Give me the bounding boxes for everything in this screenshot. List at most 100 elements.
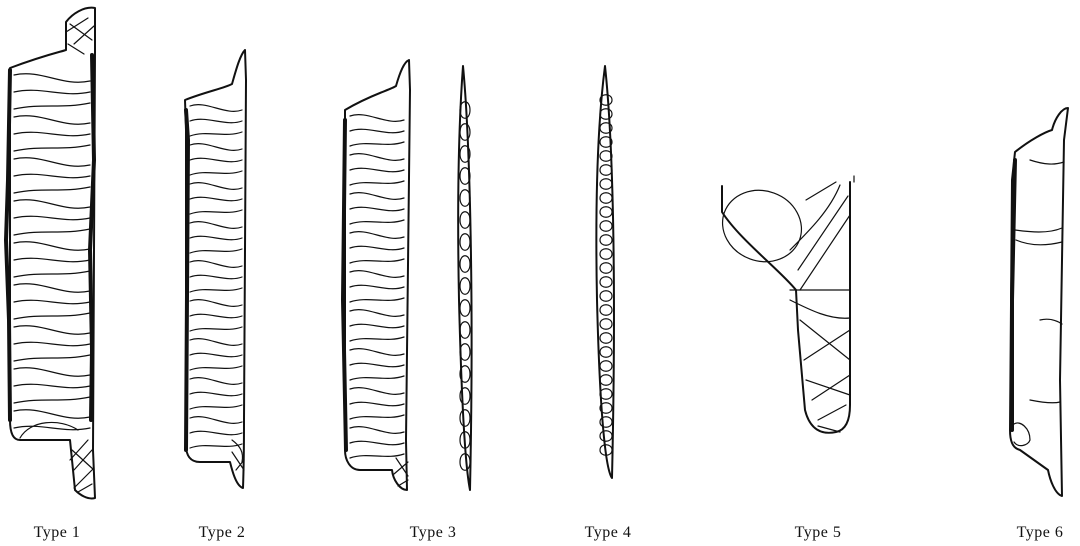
rib-line	[350, 129, 404, 132]
rib-lens	[600, 221, 612, 232]
rib-lens	[600, 319, 612, 330]
rib-line	[190, 144, 242, 151]
rib-line	[350, 154, 404, 161]
rib-lens	[460, 190, 470, 207]
rib-line	[190, 327, 242, 331]
rib-line	[350, 259, 404, 263]
rib-line	[350, 415, 404, 419]
rib-lens	[600, 389, 612, 400]
rib-lens	[600, 207, 612, 218]
rib-lens	[600, 305, 612, 316]
rib-line	[14, 284, 90, 292]
rib-line	[350, 232, 404, 239]
rib-line	[190, 249, 242, 253]
rib-lens	[600, 375, 612, 386]
rib-line	[14, 313, 90, 319]
blade-type-5	[712, 176, 854, 433]
rib-line	[14, 132, 90, 135]
rib-line	[190, 392, 242, 395]
blade-type-2	[185, 50, 246, 488]
rib-line	[350, 168, 404, 171]
rib-line	[190, 314, 242, 317]
rib-lens	[600, 263, 612, 274]
rib-line	[350, 271, 404, 278]
rib-line	[14, 271, 90, 277]
rib-line	[14, 187, 90, 193]
rib-line	[190, 132, 242, 136]
rib-lens	[600, 193, 612, 204]
type-5-caption: Type 5	[795, 524, 842, 542]
rib-lens	[600, 361, 612, 372]
rib-lens	[600, 109, 612, 120]
rib-lens	[600, 235, 612, 246]
rib-line	[14, 384, 90, 387]
rib-lens	[460, 212, 470, 229]
rib-line	[190, 236, 242, 239]
rib-line	[190, 261, 242, 268]
rib-line	[190, 171, 242, 175]
rib-line	[14, 258, 90, 261]
rib-line	[190, 300, 242, 307]
rib-lens	[460, 410, 470, 427]
rib-lens	[600, 179, 612, 190]
rib-line	[14, 216, 90, 219]
rib-line	[190, 222, 242, 229]
rib-line	[190, 378, 242, 385]
rib-line	[350, 337, 404, 341]
rib-line	[190, 417, 242, 424]
rib-line	[190, 288, 242, 292]
rib-line	[350, 285, 404, 288]
rib-line	[14, 397, 90, 403]
type-4-caption: Type 4	[585, 524, 632, 542]
rib-lens	[600, 347, 612, 358]
blade-type-6	[1010, 108, 1068, 496]
rib-lens	[460, 300, 470, 317]
rib-line	[350, 427, 404, 434]
rib-line	[14, 426, 90, 429]
rib-line	[350, 181, 404, 185]
rib-lens	[600, 151, 612, 162]
rib-line	[190, 119, 242, 122]
rib-lens	[460, 278, 470, 295]
rib-lens	[460, 234, 470, 251]
rib-line	[190, 444, 242, 448]
blade-type-3-face	[343, 60, 410, 490]
blade-type-4	[596, 66, 614, 478]
rib-line	[350, 363, 404, 366]
rib-line	[14, 229, 90, 235]
rib-line	[350, 349, 404, 356]
rib-line	[14, 158, 90, 166]
rib-lens	[460, 256, 470, 273]
rib-lens	[600, 333, 612, 344]
rib-lens	[600, 431, 612, 442]
rib-line	[14, 174, 90, 177]
rib-line	[350, 388, 404, 395]
rib-line	[14, 368, 90, 376]
rib-lens	[600, 249, 612, 260]
rib-lens	[600, 165, 612, 176]
rib-line	[190, 183, 242, 190]
rib-line	[350, 142, 404, 146]
rib-lens	[460, 124, 470, 141]
rib-line	[190, 339, 242, 346]
rib-line	[350, 441, 404, 444]
type-6-caption: Type 6	[1017, 524, 1064, 542]
rib-line	[350, 193, 404, 200]
rib-line	[350, 310, 404, 317]
rib-line	[190, 275, 242, 278]
type-1-caption: Type 1	[34, 524, 81, 542]
rib-lens	[600, 277, 612, 288]
rib-line	[14, 300, 90, 303]
rib-line	[14, 326, 90, 334]
rib-line	[190, 210, 242, 214]
rib-lens	[460, 322, 470, 339]
blade-type-3-profile	[458, 66, 471, 490]
blade-type-1	[6, 8, 95, 499]
rib-line	[14, 116, 90, 124]
rib-line	[350, 454, 404, 458]
rib-line	[350, 376, 404, 380]
rib-line	[350, 220, 404, 224]
rib-line	[190, 105, 242, 112]
rib-line	[14, 145, 90, 151]
